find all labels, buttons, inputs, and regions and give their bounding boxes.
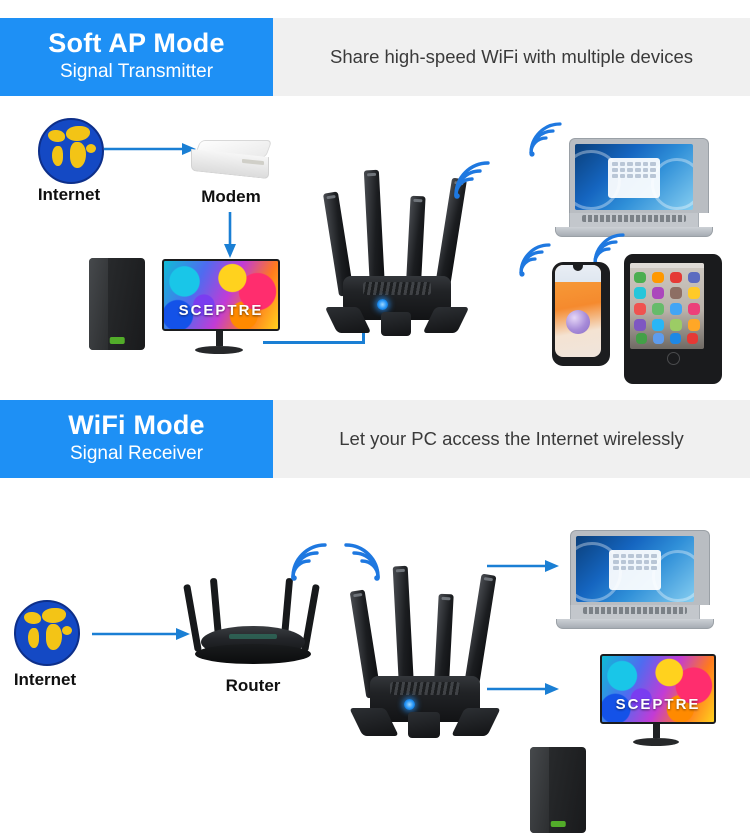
globe-icon bbox=[14, 600, 80, 666]
modem-icon bbox=[191, 140, 273, 182]
monitor-icon: SCEPTRE bbox=[162, 259, 280, 354]
label-internet: Internet bbox=[13, 670, 77, 689]
monitor-brand: SCEPTRE bbox=[178, 302, 264, 320]
router-icon bbox=[183, 572, 323, 668]
monitor-icon: SCEPTRE bbox=[600, 654, 716, 746]
label-modem: Modem bbox=[201, 187, 261, 206]
arrow-modem-to-pc bbox=[224, 212, 236, 258]
wifi-adapter-icon bbox=[349, 552, 502, 738]
tablet-icon bbox=[624, 254, 722, 384]
wifi-signal-icon bbox=[291, 543, 327, 581]
smartphone-icon bbox=[552, 262, 610, 366]
arrow-internet-to-modem bbox=[104, 143, 196, 155]
banner-description: Share high-speed WiFi with multiple devi… bbox=[330, 46, 693, 67]
label-router: Router bbox=[225, 676, 281, 695]
infographic-canvas: Share high-speed WiFi with multiple devi… bbox=[0, 0, 750, 750]
arrow-adapter-to-laptop bbox=[487, 560, 559, 572]
banner-description: Let your PC access the Internet wireless… bbox=[339, 428, 684, 449]
wifi-adapter-icon bbox=[322, 160, 475, 336]
banner-subtitle: Signal Receiver bbox=[69, 442, 204, 464]
arrow-internet-to-router bbox=[92, 628, 190, 640]
wifi-signal-icon bbox=[529, 122, 562, 157]
arrow-adapter-to-pc bbox=[487, 683, 559, 695]
banner-blue-block: WiFi Mode Signal Receiver bbox=[0, 400, 273, 478]
tablet-home-button bbox=[666, 352, 680, 365]
banner-subtitle: Signal Transmitter bbox=[59, 60, 214, 82]
desktop-pc-icon bbox=[89, 258, 145, 350]
wifi-signal-icon bbox=[519, 243, 551, 277]
wifi-signal-icon bbox=[454, 161, 490, 199]
label-internet: Internet bbox=[37, 185, 101, 204]
banner-title: WiFi Mode bbox=[68, 410, 205, 441]
connector-pc-to-adapter-horizontal bbox=[263, 341, 365, 344]
banner-wifi-mode: Let your PC access the Internet wireless… bbox=[0, 400, 750, 478]
laptop-icon bbox=[556, 530, 714, 629]
wifi-signal-icon bbox=[344, 543, 380, 581]
desktop-pc-icon bbox=[530, 747, 586, 833]
banner-blue-block: Soft AP Mode Signal Transmitter bbox=[0, 18, 273, 96]
laptop-icon bbox=[555, 138, 713, 237]
banner-soft-ap-mode: Share high-speed WiFi with multiple devi… bbox=[0, 18, 750, 96]
globe-icon bbox=[38, 118, 104, 184]
banner-title: Soft AP Mode bbox=[48, 28, 225, 59]
monitor-brand: SCEPTRE bbox=[615, 695, 701, 713]
